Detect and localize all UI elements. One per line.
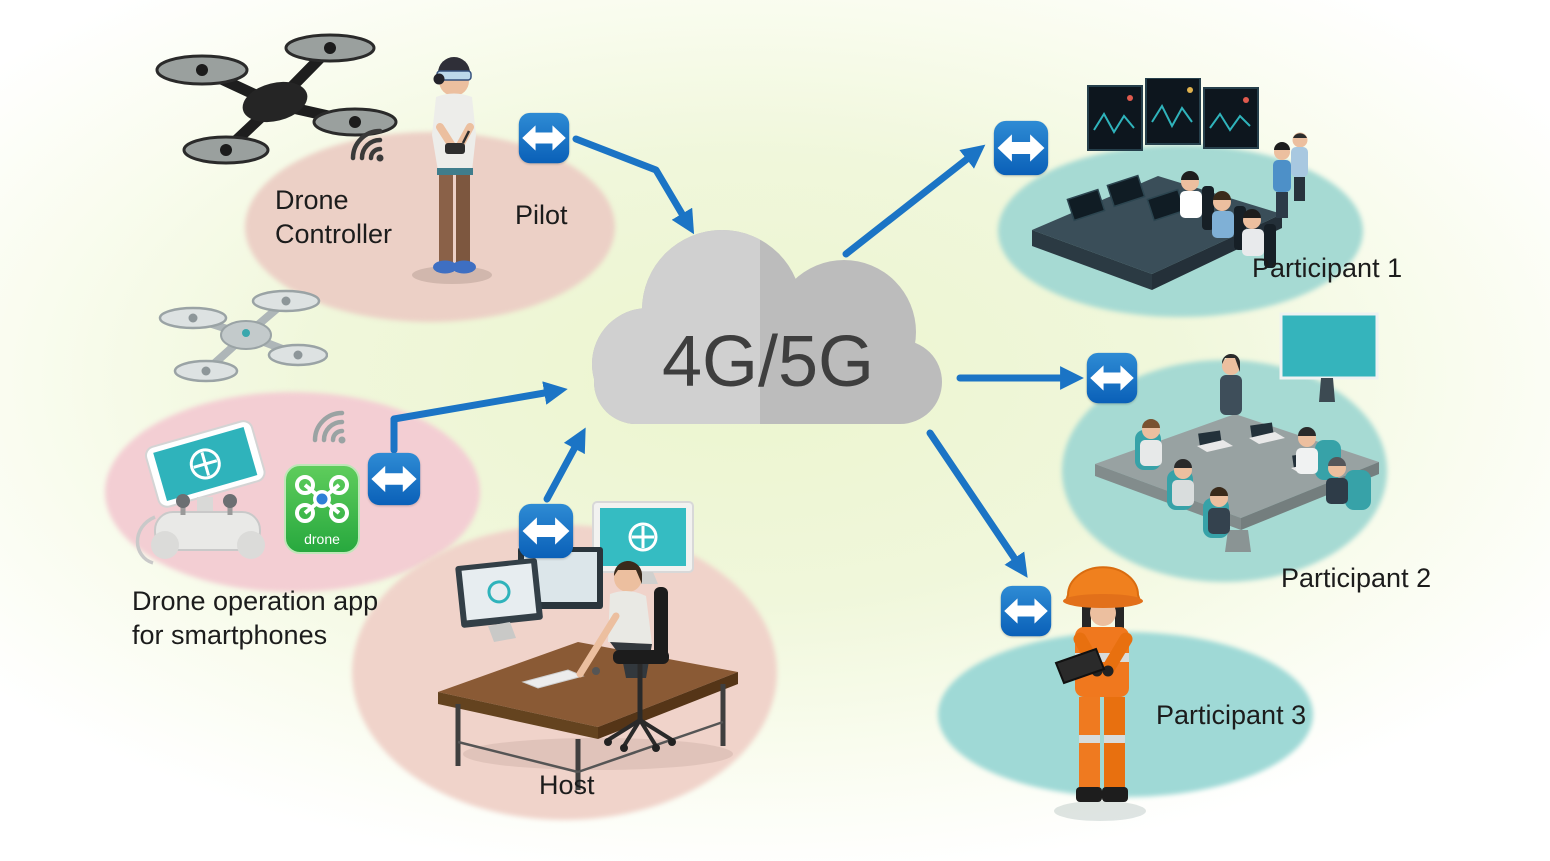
arrow-host-to-cloud (543, 427, 586, 503)
connection-icon-drone-app (367, 452, 421, 506)
rc-controller (151, 494, 265, 559)
participant3-label: Participant 3 (1156, 700, 1307, 730)
handheld-drone-controller (445, 130, 471, 154)
drone-app-label: Drone operation app for smartphones (132, 586, 379, 650)
black-drone-illustration (155, 33, 398, 165)
tablet (1054, 647, 1106, 685)
wifi-icon-pilot (350, 128, 384, 162)
participant3-field-worker (1054, 566, 1146, 821)
wifi-icon-drone-app (312, 410, 346, 444)
hi-vis-suit (1073, 627, 1133, 789)
presentation-screen (1279, 312, 1379, 402)
gray-drone-illustration (158, 289, 328, 383)
host-label: Host (539, 770, 595, 800)
participant1-label: Participant 1 (1252, 253, 1403, 283)
connection-icon-pilot (518, 112, 570, 164)
smartphone (144, 420, 266, 508)
host-person (576, 560, 676, 752)
arrow-cloud-to-participant3 (926, 429, 1028, 578)
pilot-figure (412, 57, 492, 284)
network-label: 4G/5G (661, 322, 875, 402)
drone-controller-label: Drone Controller (275, 185, 393, 249)
meeting-people (1135, 353, 1371, 538)
host-workstation-scene (438, 501, 738, 790)
control-room-screens (1087, 78, 1259, 151)
pilot-label: Pilot (515, 200, 568, 230)
participant2-label: Participant 2 (1281, 563, 1432, 593)
smartphone-drone-controller (135, 420, 266, 565)
controller-cable (135, 515, 156, 565)
connection-icon-participant3 (1000, 585, 1052, 637)
host-monitor-teal (592, 501, 694, 584)
pilot-zone-ellipse (245, 132, 615, 322)
connection-icon-host (518, 503, 574, 559)
drone-app-icon: drone (284, 464, 360, 554)
connection-icon-participant1 (993, 120, 1049, 176)
drone-app-icon-label: drone (304, 531, 340, 547)
control-room-operators (1180, 132, 1308, 268)
participant2-meeting-scene (1095, 312, 1379, 552)
host-monitor-pair (455, 547, 603, 642)
network-cloud (592, 230, 942, 424)
connection-icon-participant2 (1086, 352, 1138, 404)
participant1-control-room-scene (1032, 78, 1308, 290)
